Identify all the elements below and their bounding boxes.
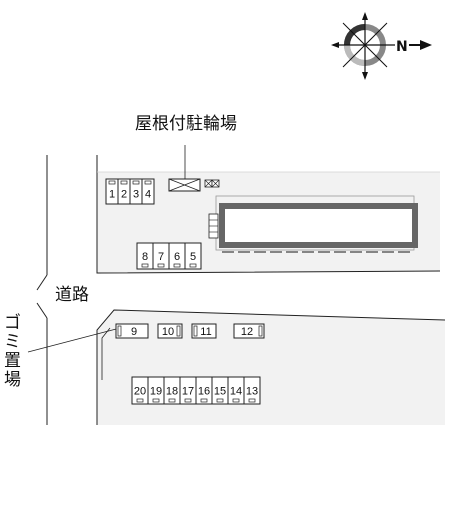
parking-slot-number: 7: [158, 251, 164, 263]
road-edges: [36, 155, 48, 425]
parking-slot: 11: [191, 323, 217, 339]
parking-slot-number: 1: [109, 189, 115, 201]
road-label: 道路: [55, 285, 89, 305]
parking-slot: 12: [233, 323, 265, 339]
parking-slot-number: 6: [174, 251, 180, 263]
parking-slot: 16: [195, 376, 213, 405]
parking-slot: 9: [115, 323, 149, 339]
parking-slot-number: 11: [200, 326, 211, 338]
parking-slot: 4: [141, 178, 155, 205]
parking-slot-number: 14: [230, 386, 242, 398]
parking-slot: 5: [184, 242, 202, 270]
garbage-area-label: ゴミ置場: [4, 313, 21, 390]
compass-rose-icon: N: [331, 12, 432, 80]
parking-slot-number: 17: [182, 386, 194, 398]
parking-slot: 19: [147, 376, 165, 405]
parking-slot: 13: [243, 376, 261, 405]
parking-slot-number: 3: [133, 189, 139, 201]
parking-slot: 7: [152, 242, 170, 270]
parking-slot: 10: [157, 323, 183, 339]
north-lot: [96, 145, 441, 274]
parking-slot: 20: [131, 376, 149, 405]
parking-slot: 1: [105, 178, 119, 205]
parking-slot: 3: [129, 178, 143, 205]
parking-slot: 2: [117, 178, 131, 205]
parking-slot-number: 19: [150, 386, 162, 398]
parking-slot-number: 10: [162, 326, 174, 338]
parking-slot-number: 4: [145, 189, 151, 201]
parking-slot: 17: [179, 376, 197, 405]
parking-slot: 18: [163, 376, 181, 405]
bicycle-parking-label: 屋根付駐輪場: [135, 114, 237, 134]
parking-slot: 15: [211, 376, 229, 405]
parking-slot-number: 13: [246, 386, 258, 398]
parking-slot-number: 8: [142, 251, 148, 263]
parking-slot-number: 18: [166, 386, 178, 398]
parking-slot: 6: [168, 242, 186, 270]
parking-slot-number: 12: [241, 326, 253, 338]
parking-slot-number: 20: [134, 386, 146, 398]
parking-slot-number: 16: [198, 386, 210, 398]
parking-slot: 14: [227, 376, 245, 405]
parking-slot-number: 9: [131, 326, 137, 338]
parking-slot-number: 15: [214, 386, 226, 398]
parking-slot: 8: [136, 242, 154, 270]
parking-slot-number: 5: [190, 251, 196, 263]
north-label: N: [396, 39, 408, 55]
parking-slot-number: 2: [121, 189, 127, 201]
